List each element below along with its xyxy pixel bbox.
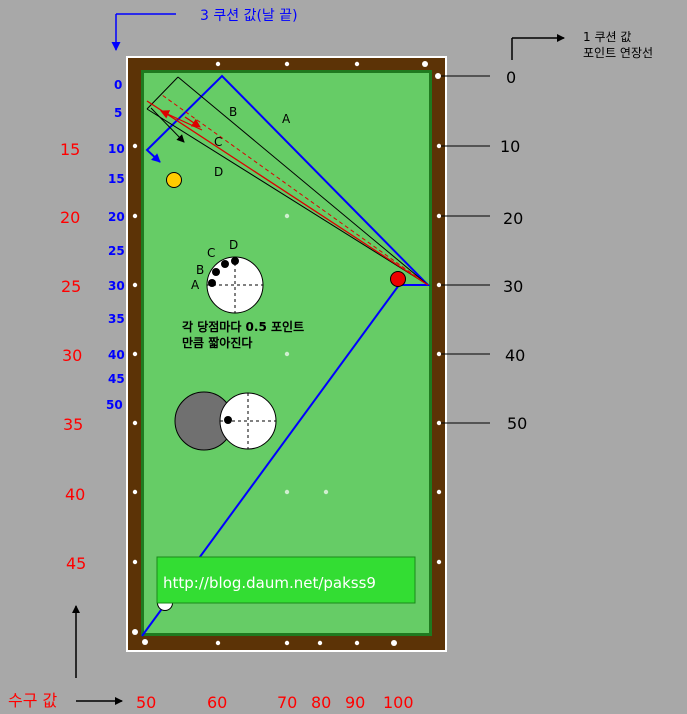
right-value: 0 bbox=[506, 68, 516, 87]
right-leader-lines bbox=[441, 75, 490, 424]
left-red-value: 35 bbox=[63, 415, 83, 434]
url-box[interactable]: http://blog.daum.net/pakss9 bbox=[156, 556, 416, 604]
table-spots bbox=[284, 213, 329, 495]
black-line-b2 bbox=[146, 108, 429, 286]
right-value: 20 bbox=[503, 209, 523, 228]
line-label-b: B bbox=[229, 105, 237, 119]
bottom-value: 90 bbox=[345, 693, 365, 712]
line-label-a: A bbox=[282, 112, 291, 126]
bottom-value: 50 bbox=[136, 693, 156, 712]
left-blue-value: 15 bbox=[108, 172, 125, 186]
left-blue-value: 50 bbox=[106, 398, 123, 412]
left-blue-value: 10 bbox=[108, 142, 125, 156]
dot-label-b: B bbox=[196, 263, 204, 277]
tip-dot-a bbox=[208, 279, 216, 287]
yellow-ball bbox=[166, 172, 182, 188]
tip-dot-d bbox=[231, 257, 239, 265]
left-blue-value: 5 bbox=[114, 106, 122, 120]
note-line-2: 만큼 짧아진다 bbox=[182, 335, 252, 350]
left-red-value: 45 bbox=[66, 554, 86, 573]
bottom-value: 80 bbox=[311, 693, 331, 712]
right-title-line1: 1 쿠션 값 bbox=[583, 30, 631, 44]
bottom-values: 50 60 70 80 90 100 bbox=[136, 693, 414, 712]
url-text[interactable]: http://blog.daum.net/pakss9 bbox=[163, 574, 376, 592]
line-labels: A B C D bbox=[214, 105, 291, 179]
right-value: 10 bbox=[500, 137, 520, 156]
red-line-d bbox=[146, 100, 429, 286]
top-annotation: 3 쿠션 값(날 끝) bbox=[111, 8, 298, 51]
contact-dot bbox=[224, 416, 232, 424]
bottom-value: 60 bbox=[207, 693, 227, 712]
left-blue-value: 35 bbox=[108, 312, 125, 326]
bottom-left-label: 수구 값 bbox=[8, 691, 58, 710]
red-arrow-2 bbox=[184, 116, 201, 128]
black-line-b bbox=[177, 76, 429, 286]
left-red-values: 15 20 25 30 35 40 45 bbox=[60, 140, 86, 573]
left-red-value: 20 bbox=[60, 208, 80, 227]
left-red-value: 25 bbox=[61, 277, 81, 296]
dot-label-a: A bbox=[191, 278, 200, 292]
ball-overlap-diagram bbox=[174, 391, 277, 451]
tip-position-diagram: A B C D bbox=[191, 238, 264, 314]
blue-path-main bbox=[141, 74, 431, 637]
right-annotation: 1 쿠션 값 포인트 연장선 bbox=[511, 30, 653, 60]
tip-dot-c bbox=[221, 260, 229, 268]
url-box-bg bbox=[156, 556, 416, 604]
line-label-c: C bbox=[214, 135, 222, 149]
left-blue-value: 40 bbox=[108, 348, 125, 362]
left-blue-value: 45 bbox=[108, 372, 125, 386]
red-line-c-dashed bbox=[161, 94, 429, 286]
right-value: 50 bbox=[507, 414, 527, 433]
bottom-left-annotation: 수구 값 bbox=[8, 605, 123, 710]
line-label-d: D bbox=[214, 165, 223, 179]
tip-dot-b bbox=[212, 268, 220, 276]
bottom-value: 70 bbox=[277, 693, 297, 712]
left-red-value: 30 bbox=[62, 346, 82, 365]
left-blue-values: 0 5 10 15 20 25 30 35 40 45 50 bbox=[106, 78, 125, 412]
left-blue-value: 25 bbox=[108, 244, 125, 258]
note-line-1: 각 당점마다 0.5 포인트 bbox=[182, 319, 304, 334]
left-red-value: 15 bbox=[60, 140, 80, 159]
left-blue-value: 0 bbox=[114, 78, 122, 92]
rail-diamonds bbox=[132, 61, 442, 646]
right-title-line2: 포인트 연장선 bbox=[583, 46, 653, 60]
left-blue-value: 20 bbox=[108, 210, 125, 224]
right-value: 40 bbox=[505, 346, 525, 365]
black-arrow bbox=[150, 107, 185, 143]
red-ball bbox=[390, 271, 406, 287]
bottom-value: 100 bbox=[383, 693, 414, 712]
top-title: 3 쿠션 값(날 끝) bbox=[200, 8, 298, 24]
left-blue-value: 30 bbox=[108, 279, 125, 293]
dot-label-c: C bbox=[207, 246, 215, 260]
left-red-value: 40 bbox=[65, 485, 85, 504]
shot-paths bbox=[141, 74, 431, 637]
right-value: 30 bbox=[503, 277, 523, 296]
right-values: 0 10 20 30 40 50 bbox=[500, 68, 527, 433]
dot-label-d: D bbox=[229, 238, 238, 252]
